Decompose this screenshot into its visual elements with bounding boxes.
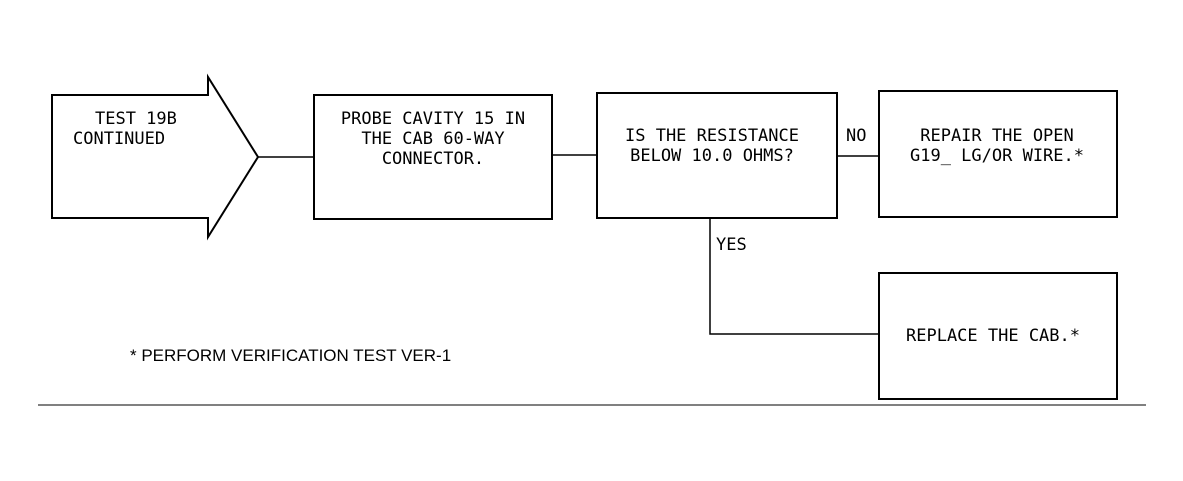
start-arrow-node: TEST 19B CONTINUED	[51, 73, 260, 241]
verification-footnote: * PERFORM VERIFICATION TEST VER-1	[130, 346, 451, 365]
probe-line-3: CONNECTOR.	[382, 149, 484, 169]
repair-line-1: REPAIR THE OPEN	[920, 126, 1074, 146]
start-label-line-1: TEST 19B	[95, 109, 177, 129]
replace-action-box: REPLACE THE CAB.*	[878, 272, 1118, 400]
replace-line-1: REPLACE THE CAB.*	[906, 326, 1080, 346]
no-branch-label: NO	[846, 126, 866, 146]
probe-line-2: THE CAB 60-WAY	[361, 129, 504, 149]
yes-branch-label: YES	[716, 235, 747, 255]
probe-line-1: PROBE CAVITY 15 IN	[341, 109, 525, 129]
start-label-line-2: CONTINUED	[73, 129, 165, 149]
connector-yes-branch	[709, 218, 879, 335]
question-line-1: IS THE RESISTANCE	[625, 126, 799, 146]
question-line-2: BELOW 10.0 OHMS?	[630, 146, 794, 166]
repair-action-box: REPAIR THE OPEN G19_ LG/OR WIRE.*	[878, 90, 1118, 218]
repair-line-2: G19_ LG/OR WIRE.*	[910, 146, 1084, 166]
question-decision-box: IS THE RESISTANCE BELOW 10.0 OHMS?	[596, 92, 838, 219]
probe-step-box: PROBE CAVITY 15 IN THE CAB 60-WAY CONNEC…	[313, 94, 553, 220]
